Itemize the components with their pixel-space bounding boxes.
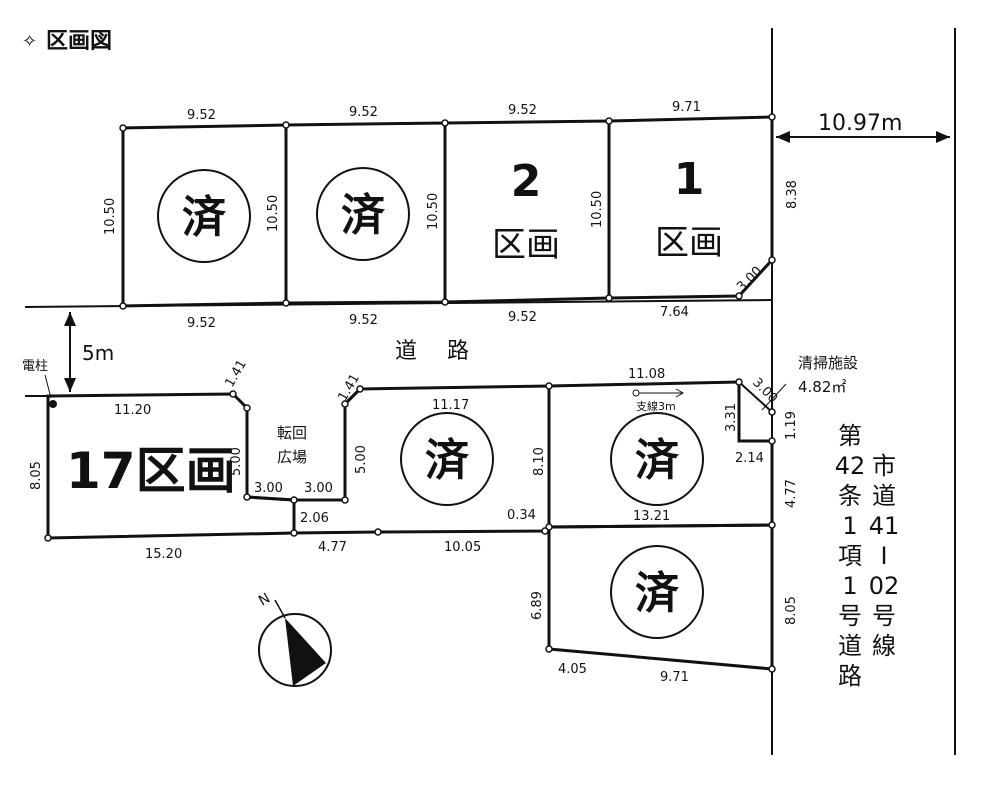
bottom-vertices xyxy=(44,378,776,673)
dim-depth-4: 10.50 xyxy=(590,191,605,228)
road-width-arrow: 5m xyxy=(64,312,114,392)
dim-turn-stem: 2.06 xyxy=(300,511,329,526)
svg-text:Ⅰ: Ⅰ xyxy=(880,542,887,570)
svg-text:道: 道 xyxy=(838,632,862,660)
dim-lot17-bottom: 15.20 xyxy=(145,547,182,562)
turnaround-label-1: 転回 xyxy=(277,424,307,442)
dim-right-top: 11.08 xyxy=(628,367,665,382)
dim-turn-right: 5.00 xyxy=(354,445,369,474)
svg-text:第: 第 xyxy=(838,422,862,450)
cleaning-facility-leader xyxy=(761,383,787,411)
svg-text:号: 号 xyxy=(838,602,862,630)
svg-text:道: 道 xyxy=(872,482,896,510)
dim-mid-top: 11.17 xyxy=(432,398,469,413)
lot-1-label: 区画 xyxy=(655,223,723,263)
svg-text:N: N xyxy=(256,590,273,609)
side-road-name: 第 42 条 1 項 1 号 道 路 市 道 41 Ⅰ 02 号 線 xyxy=(835,422,900,690)
dim-top-2: 9.52 xyxy=(349,105,378,120)
dim-right-477: 4.77 xyxy=(784,479,799,508)
dim-lower-left: 6.89 xyxy=(530,591,545,620)
top-vertices xyxy=(119,113,776,310)
dim-lot17-top: 11.20 xyxy=(114,403,151,418)
setback-note: 支線3m xyxy=(636,399,676,413)
lot-2-number: 2 xyxy=(511,156,542,207)
svg-text:02: 02 xyxy=(869,572,900,600)
lot-2 xyxy=(443,119,611,304)
lot-1 xyxy=(607,115,774,300)
sold-mark-right-lower: 済 xyxy=(610,545,704,639)
svg-text:41: 41 xyxy=(869,512,900,540)
north-arrow-icon: N xyxy=(256,590,332,687)
dim-bot-3: 9.52 xyxy=(508,310,537,325)
dim-depth-3: 10.50 xyxy=(426,193,441,230)
turnaround-label-2: 広場 xyxy=(277,448,307,466)
svg-text:済: 済 xyxy=(182,192,227,243)
setback-arrow: 支線3m xyxy=(632,388,685,413)
svg-text:条: 条 xyxy=(838,482,862,510)
dim-facility-300: 3.00 xyxy=(749,375,780,406)
dim-facility-331: 3.31 xyxy=(724,403,739,432)
dim-turn-left: 5.00 xyxy=(229,447,244,476)
svg-text:号: 号 xyxy=(872,602,896,630)
cleaning-facility-area: 4.82㎡ xyxy=(798,378,846,396)
dim-lower-bottom-a: 4.05 xyxy=(558,662,587,677)
cleaning-facility-name: 清掃施設 xyxy=(798,354,858,372)
dim-bot-4: 7.64 xyxy=(660,305,689,320)
dim-depth-2: 10.50 xyxy=(266,195,281,232)
svg-text:市: 市 xyxy=(872,452,896,480)
lot-2-label: 区画 xyxy=(492,225,560,265)
dim-corner-cut-a: 1.41 xyxy=(222,357,249,390)
svg-text:項: 項 xyxy=(838,542,862,570)
dim-depth-1: 10.50 xyxy=(103,198,118,235)
svg-text:済: 済 xyxy=(635,568,680,619)
dim-lot17-left: 8.05 xyxy=(29,461,44,490)
sold-mark-top-a: 済 xyxy=(157,169,251,263)
svg-text:1: 1 xyxy=(842,572,857,600)
road-name: 道 路 xyxy=(395,339,473,364)
dim-bot-1: 9.52 xyxy=(187,316,216,331)
svg-text:済: 済 xyxy=(635,435,680,486)
dim-top-4: 9.71 xyxy=(672,100,701,115)
svg-text:線: 線 xyxy=(872,632,896,660)
dim-lot1-right: 8.38 xyxy=(785,180,800,209)
dim-turn-bottom-right: 3.00 xyxy=(304,481,333,496)
sold-mark-right-upper: 済 xyxy=(610,412,704,506)
svg-text:済: 済 xyxy=(425,435,470,486)
dim-turn-bottom-left: 3.00 xyxy=(254,481,283,496)
side-road-width-arrow: 10.97m xyxy=(776,111,950,143)
dim-mid-step: 0.34 xyxy=(507,508,536,523)
dim-top-3: 9.52 xyxy=(508,103,537,118)
svg-text:42: 42 xyxy=(835,452,866,480)
dim-facility-214: 2.14 xyxy=(735,451,764,466)
sold-mark-top-b: 済 xyxy=(316,167,410,261)
svg-text:路: 路 xyxy=(838,662,862,690)
dim-bottom-477: 4.77 xyxy=(318,540,347,555)
lot-17-label: 17区画 xyxy=(66,442,236,500)
sold-mark-middle: 済 xyxy=(400,412,494,506)
dim-lot1-corner: 3.00 xyxy=(734,264,765,295)
dim-top-1: 9.52 xyxy=(187,108,216,123)
utility-pole-label: 電柱 xyxy=(22,359,48,374)
page-title: 区画図 xyxy=(46,29,112,54)
svg-text:済: 済 xyxy=(341,190,386,241)
bottom-lots xyxy=(46,380,774,671)
sparkle-icon: ✧ xyxy=(22,31,37,52)
dim-lower-bottom-b: 9.71 xyxy=(660,670,689,685)
utility-pole: 電柱 xyxy=(22,359,57,408)
dim-bottom-1005: 10.05 xyxy=(444,540,481,555)
dim-mid-depth: 8.10 xyxy=(532,447,547,476)
dim-facility-119: 1.19 xyxy=(784,411,799,440)
road-width: 5m xyxy=(82,341,114,365)
dim-bot-2: 9.52 xyxy=(349,313,378,328)
svg-text:1: 1 xyxy=(842,512,857,540)
side-road-width: 10.97m xyxy=(818,111,902,136)
dim-lower-right: 8.05 xyxy=(784,596,799,625)
lot-1-number: 1 xyxy=(674,154,705,205)
title-block: ✧ 区画図 xyxy=(22,29,112,54)
dim-right-mid: 13.21 xyxy=(633,509,670,524)
